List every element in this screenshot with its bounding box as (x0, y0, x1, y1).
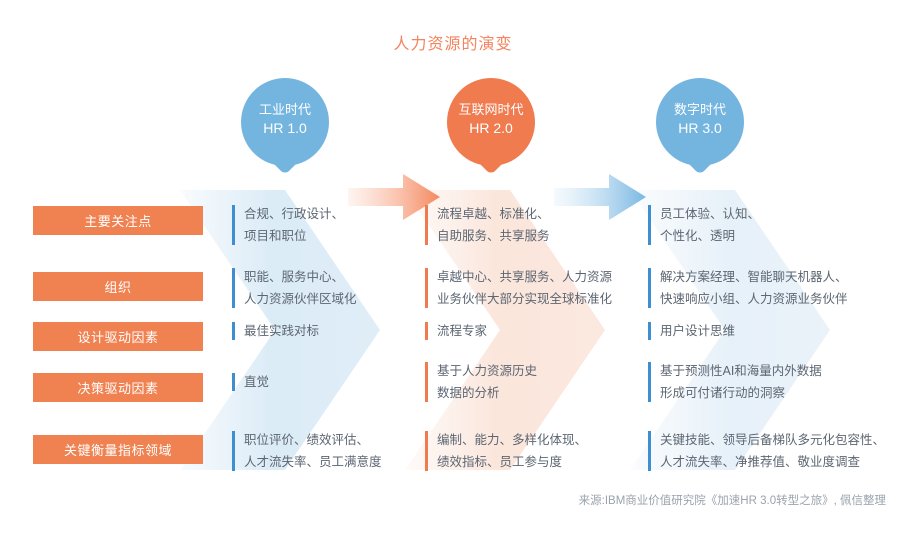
cell-r2-c1: 职能、服务中心、 人力资源伙伴区域化 (232, 266, 357, 310)
cell-accent-bar (648, 322, 651, 340)
cell-r5-c3: 关键技能、领导后备梯队多元化包容性、 人才流失率、净推荐值、敬业度调查 (648, 429, 885, 473)
cell-r3-c1: 最佳实践对标 (232, 320, 319, 342)
cell-accent-bar (425, 431, 428, 471)
cell-accent-bar (232, 205, 235, 245)
source-note: 来源:IBM商业价值研究院《加速HR 3.0转型之旅》, 佩信整理 (578, 495, 886, 507)
cell-line: 数据的分析 (437, 386, 500, 400)
era-pin-1[interactable]: 工业时代 HR 1.0 (241, 78, 329, 176)
cell-r4-c3: 基于预测性AI和海量内外数据 形成可付诸行动的洞察 (648, 360, 822, 404)
cell-line: 合规、行政设计、 (244, 207, 345, 221)
page-title: 人力资源的演变 (393, 36, 513, 53)
cell-accent-bar (232, 431, 235, 471)
cell-accent-bar (232, 373, 235, 391)
cell-line: 人力资源伙伴区域化 (244, 292, 357, 306)
row-label-main-focus[interactable]: 主要关注点 (33, 206, 203, 235)
connector-arrow-1 (348, 174, 440, 220)
cell-accent-bar (425, 205, 428, 245)
era-flow: 工业时代 HR 1.0 互联网时代 HR 2.0 (0, 78, 906, 220)
cell-line: 职位评价、绩效评估、 (244, 433, 370, 447)
cell-accent-bar (648, 205, 651, 245)
cell-r1-c2: 流程卓越、标准化、 自助服务、共享服务 (425, 203, 550, 247)
cell-line: 基于人力资源历史 (437, 364, 538, 378)
era-pin-3-text: 数字时代 HR 3.0 (656, 100, 744, 138)
cell-line: 编制、能力、多样化体现、 (437, 433, 588, 447)
cell-line: 项目和职位 (244, 229, 307, 243)
cell-line: 快速响应小组、人力资源业务伙伴 (660, 292, 848, 306)
cell-line: 绩效指标、员工参与度 (437, 455, 563, 469)
cell-line: 职能、服务中心、 (244, 270, 345, 284)
era-pin-1-name: 工业时代 (258, 102, 311, 117)
cell-line: 人才流失率、净推荐值、敬业度调查 (660, 455, 861, 469)
cell-accent-bar (425, 362, 428, 402)
cell-line: 基于预测性AI和海量内外数据 (660, 364, 822, 378)
cell-r3-c3: 用户设计思维 (648, 320, 735, 342)
cell-line: 用户设计思维 (660, 324, 736, 338)
cell-line: 流程卓越、标准化、 (437, 207, 550, 221)
era-pin-3-name: 数字时代 (673, 102, 726, 117)
cell-r1-c1: 合规、行政设计、 项目和职位 (232, 203, 344, 247)
cell-line: 业务伙伴大部分实现全球标准化 (437, 292, 613, 306)
cell-line: 最佳实践对标 (244, 324, 320, 338)
cell-line: 员工体验、认知、 (660, 207, 761, 221)
cell-line: 个性化、透明 (660, 229, 736, 243)
cell-r2-c3: 解决方案经理、智能聊天机器人、 快速响应小组、人力资源业务伙伴 (648, 266, 848, 310)
era-pin-2-name: 互联网时代 (458, 102, 524, 117)
era-pin-3[interactable]: 数字时代 HR 3.0 (656, 78, 744, 176)
connector-arrow-2 (554, 174, 646, 220)
cell-r1-c3: 员工体验、认知、 个性化、透明 (648, 203, 760, 247)
era-pin-2-text: 互联网时代 HR 2.0 (447, 100, 535, 138)
cell-accent-bar (425, 268, 428, 308)
cell-r5-c1: 职位评价、绩效评估、 人才流失率、员工满意度 (232, 429, 382, 473)
era-pin-2-version: HR 2.0 (469, 120, 513, 136)
cell-accent-bar (425, 322, 428, 340)
cell-accent-bar (648, 362, 651, 402)
cell-r5-c2: 编制、能力、多样化体现、 绩效指标、员工参与度 (425, 429, 587, 473)
era-pin-2[interactable]: 互联网时代 HR 2.0 (447, 78, 535, 176)
cell-r4-c1: 直觉 (232, 371, 269, 393)
cell-line: 卓越中心、共享服务、人力资源 (437, 270, 613, 284)
row-label-decision-drivers[interactable]: 决策驱动因素 (33, 373, 203, 402)
cell-line: 直觉 (244, 375, 270, 389)
cell-line: 形成可付诸行动的洞察 (660, 386, 786, 400)
era-pin-1-text: 工业时代 HR 1.0 (241, 100, 329, 138)
cell-accent-bar (648, 431, 651, 471)
cell-line: 自助服务、共享服务 (437, 229, 550, 243)
cell-accent-bar (648, 268, 651, 308)
cell-accent-bar (232, 322, 235, 340)
cell-r2-c2: 卓越中心、共享服务、人力资源 业务伙伴大部分实现全球标准化 (425, 266, 612, 310)
cell-line: 解决方案经理、智能聊天机器人、 (660, 270, 848, 284)
cell-line: 流程专家 (437, 324, 488, 338)
cell-r3-c2: 流程专家 (425, 320, 487, 342)
era-pin-3-version: HR 3.0 (678, 120, 722, 136)
cell-accent-bar (232, 268, 235, 308)
row-label-design-drivers[interactable]: 设计驱动因素 (33, 322, 203, 351)
row-label-key-metrics[interactable]: 关键衡量指标领域 (33, 435, 203, 464)
cell-line: 人才流失率、员工满意度 (244, 455, 382, 469)
row-label-organization[interactable]: 组织 (33, 272, 203, 301)
cell-r4-c2: 基于人力资源历史 数据的分析 (425, 360, 537, 404)
era-pin-1-version: HR 1.0 (263, 120, 307, 136)
cell-line: 关键技能、领导后备梯队多元化包容性、 (660, 433, 886, 447)
